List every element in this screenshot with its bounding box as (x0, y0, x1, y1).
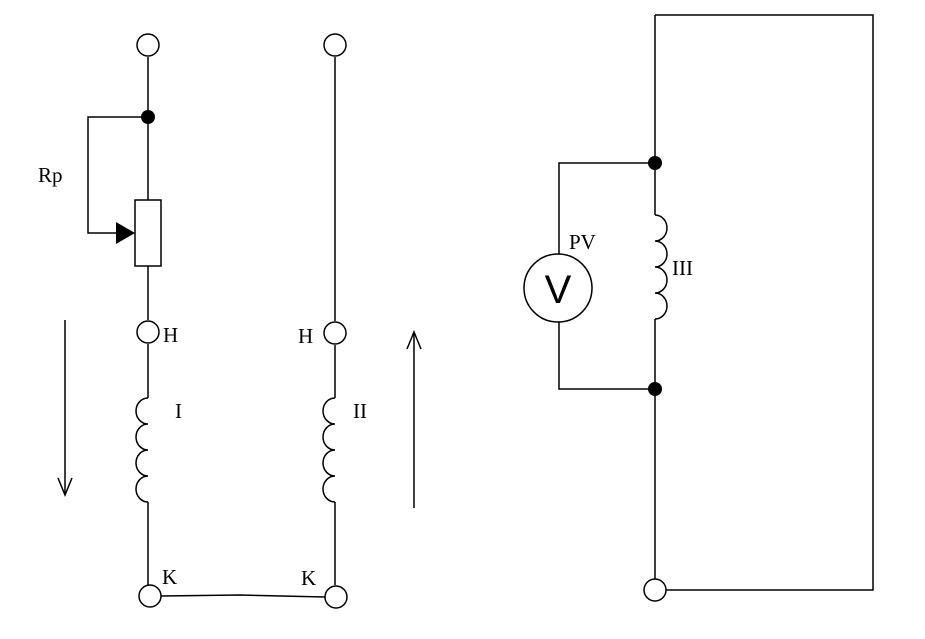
terminal-bottom-3 (643, 578, 667, 602)
winding-3-label: III (672, 256, 693, 280)
rheostat-slider-wire (87, 116, 148, 234)
terminal-k-1 (138, 584, 162, 608)
junction-node-3-top (648, 156, 662, 170)
winding-2-end-label: K (301, 566, 316, 590)
junction-node-3-bottom (648, 382, 662, 396)
terminal-top-1 (136, 33, 160, 57)
winding-1-coil (135, 397, 149, 503)
voltmeter-label: PV (569, 230, 596, 254)
rheostat-body (134, 199, 162, 267)
rheostat-label: Rp (38, 163, 63, 187)
junction-node-1 (141, 110, 155, 124)
rheostat-slider-arrowhead (116, 222, 135, 244)
voltmeter-symbol: V (545, 268, 572, 312)
terminal-h-1 (136, 320, 160, 344)
current-arrow-up-head (406, 330, 422, 350)
terminal-top-2 (323, 33, 347, 57)
voltmeter (523, 253, 593, 323)
terminal-k-2 (324, 585, 348, 609)
circuit-winding-3: V PV III (523, 14, 874, 602)
winding-2-label: II (353, 399, 367, 423)
voltmeter-lead-bottom (558, 320, 655, 390)
winding-1-start-label: H (163, 323, 178, 347)
current-arrow-down-head (57, 477, 73, 497)
voltmeter-lead-top (558, 162, 655, 256)
circuit-winding-1: Rp H I K (38, 33, 182, 608)
winding-3-coil (654, 214, 668, 320)
wire-k1-to-k2 (160, 594, 326, 598)
wire-outer-loop (655, 14, 874, 591)
winding-2-start-label: H (298, 324, 313, 348)
winding-2-coil (322, 397, 336, 503)
terminal-h-2 (323, 321, 347, 345)
winding-1-label: I (175, 399, 182, 423)
winding-1-end-label: K (162, 565, 177, 589)
circuit-winding-2: H II K (298, 33, 422, 609)
